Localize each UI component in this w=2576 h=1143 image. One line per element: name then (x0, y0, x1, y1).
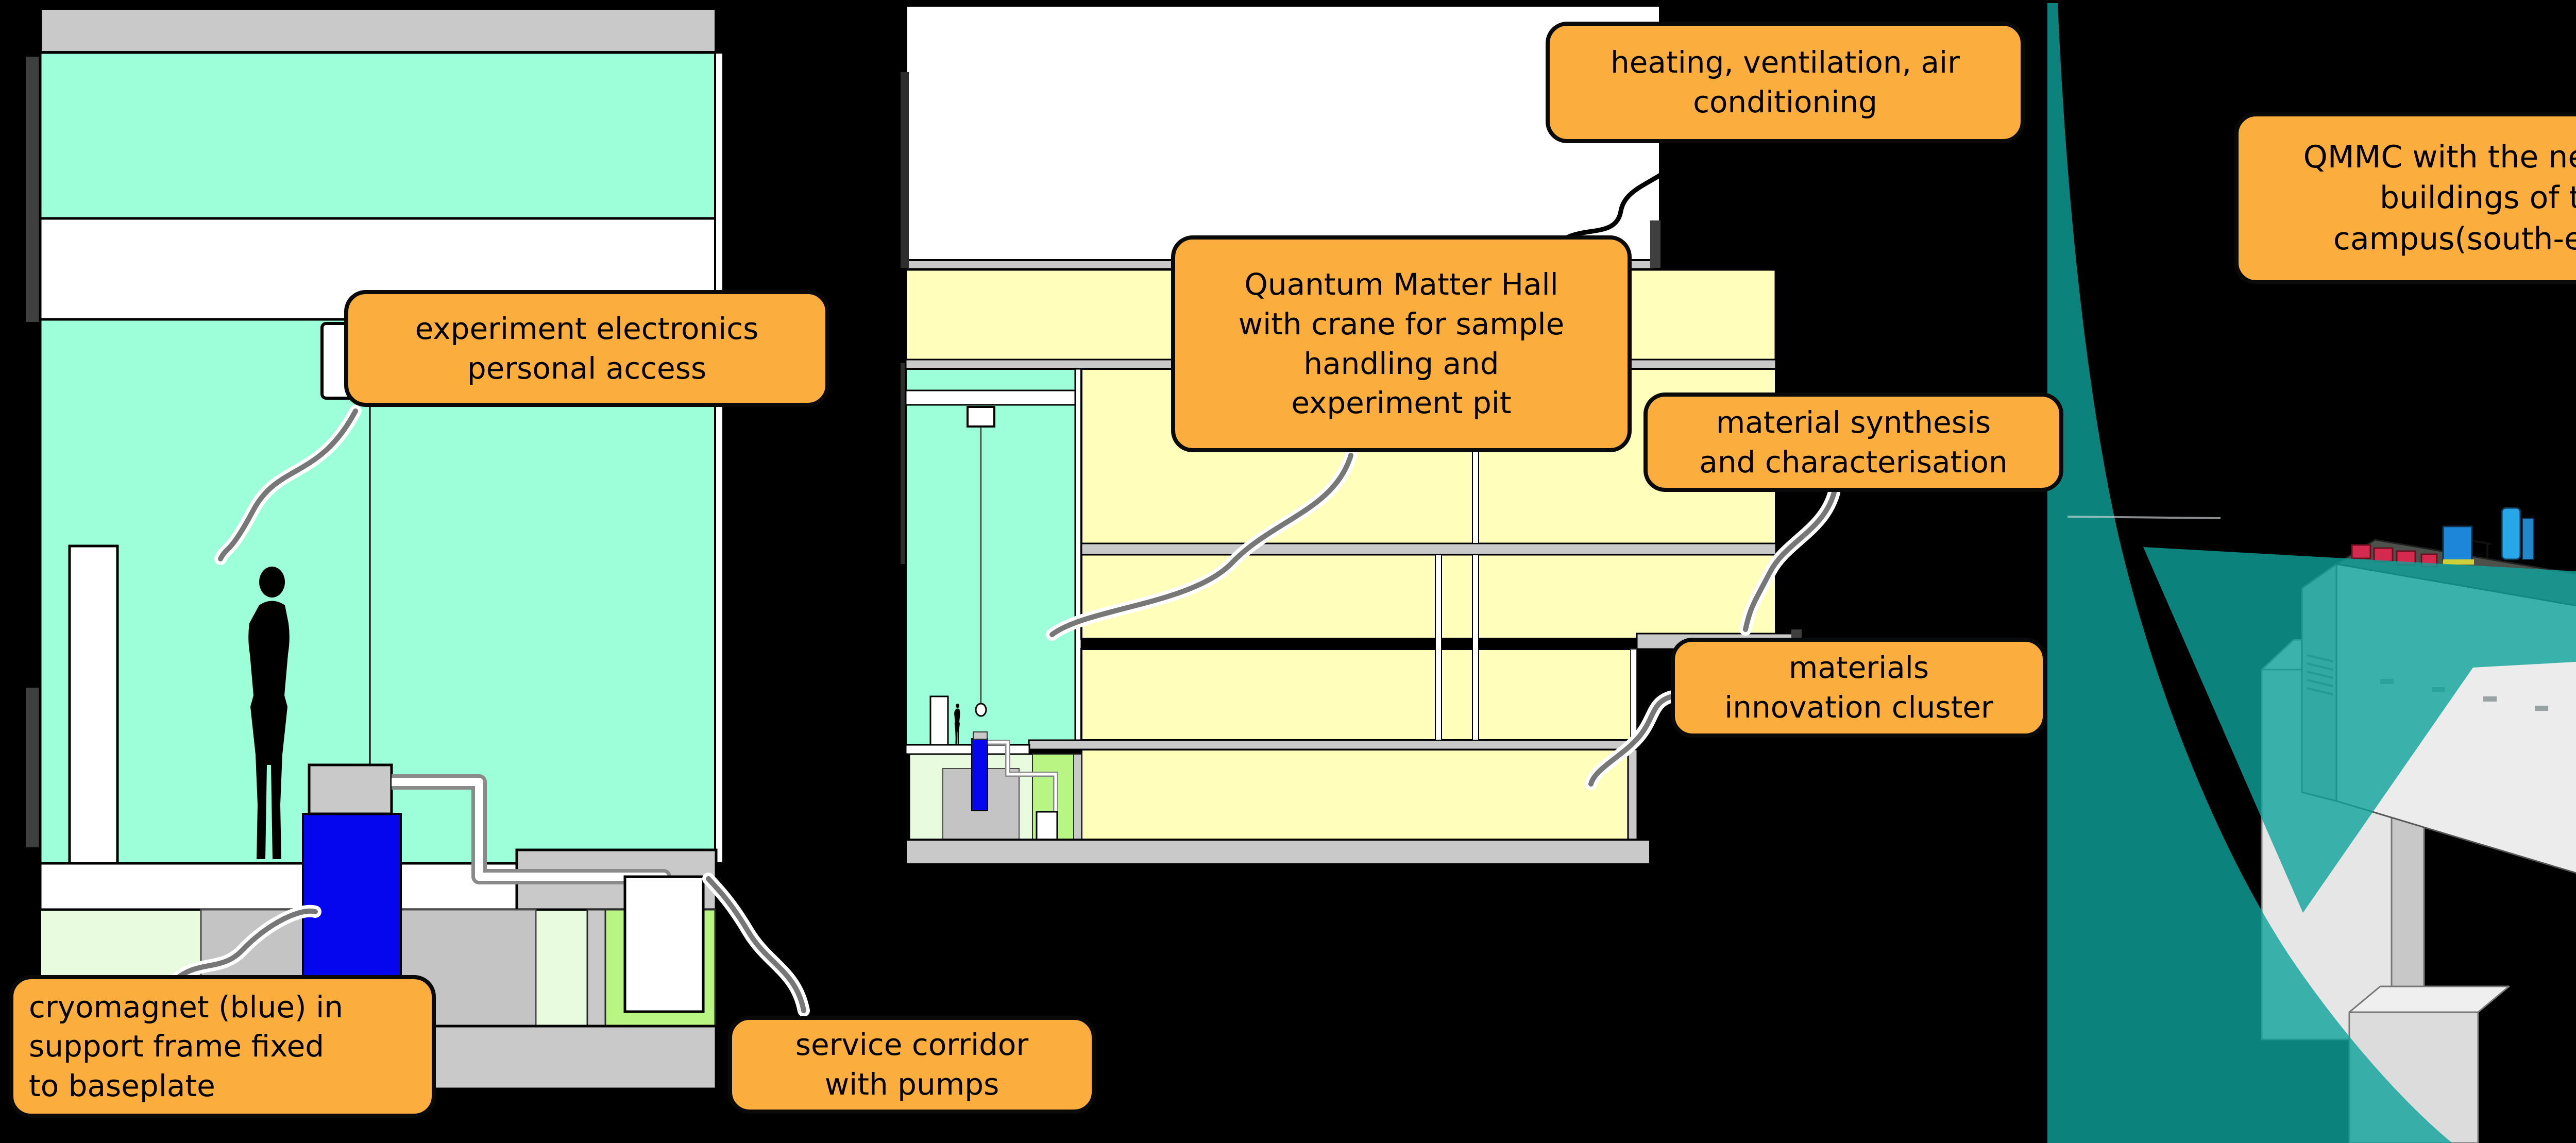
hall-floor (39, 862, 520, 911)
callout-quantum-matter-hall: Quantum Matter Hall with crane for sampl… (1171, 235, 1632, 452)
swoosh-spike (2047, 3, 2452, 1143)
callout-qmmc-view-text: QMMC with the neighbouring buildings of … (2303, 139, 2576, 257)
slab-2 (1080, 542, 1777, 556)
hall-girder-band (905, 389, 1077, 406)
hvac-leader (1553, 139, 1698, 249)
corridor-column (586, 909, 606, 1028)
callout-cryomagnet: cryomagnet (blue) in support frame fixed… (9, 975, 436, 1118)
callout-experiment-electronics: experiment electronics personal access (344, 290, 829, 407)
callout-materials-innovation: materials innovation cluster (1671, 638, 2047, 738)
callout-qmmc-view: QMMC with the neighbouring buildings of … (2234, 112, 2576, 284)
callout-quantum-matter-hall-text: Quantum Matter Hall with crane for sampl… (1238, 267, 1565, 421)
roof-blue-stack (2501, 507, 2521, 560)
cryomagnet (302, 763, 402, 993)
vacuum-pump (623, 875, 705, 1013)
swoosh-wedge (2143, 547, 2576, 913)
callout-material-synthesis-text: material synthesis and characterisation (1699, 404, 2008, 480)
callout-material-synthesis: material synthesis and characterisation (1643, 393, 2063, 492)
callout-hvac: heating, ventilation, air conditioning (1546, 22, 2025, 143)
leader-lines-left (149, 405, 810, 1017)
personnel-door (68, 544, 119, 865)
cryomagnet-cap (308, 763, 393, 815)
hall-crane-trolley (967, 406, 995, 428)
right-wall-ground (1627, 748, 1638, 841)
campus-3d-view (2047, 3, 2576, 1143)
hall-cryomagnet (971, 738, 988, 811)
ground-line (2067, 516, 2221, 519)
leader-lines-middle (1046, 139, 1840, 790)
hall-door (929, 695, 949, 746)
building-baseplate (905, 839, 1651, 865)
roof-blue-hood (2442, 525, 2473, 561)
parapet (1650, 220, 1660, 268)
callout-service-corridor-text: service corridor with pumps (795, 1027, 1029, 1102)
cryomagnet-body (302, 813, 402, 993)
hall-detail-section (26, 7, 810, 1090)
callout-cryomagnet-text: cryomagnet (blue) in support frame fixed… (29, 989, 343, 1103)
teal-swoosh (2047, 3, 2576, 1143)
hall-crane-hook (975, 703, 987, 717)
roof-slab (39, 7, 718, 54)
callout-experiment-electronics-text: experiment electronics personal access (415, 311, 759, 386)
right-wall (714, 52, 724, 864)
quantum-matter-hall (905, 368, 1077, 746)
callout-hvac-text: heating, ventilation, air conditioning (1610, 45, 1960, 120)
callout-service-corridor: service corridor with pumps (728, 1016, 1096, 1114)
hall-floor-band (905, 744, 1030, 755)
callout-materials-innovation-text: materials innovation cluster (1724, 650, 1993, 725)
building-cross-section (901, 4, 1840, 865)
upper-wall (39, 51, 718, 220)
slab-3 (1028, 739, 1638, 750)
left-wall-sections (26, 57, 40, 847)
